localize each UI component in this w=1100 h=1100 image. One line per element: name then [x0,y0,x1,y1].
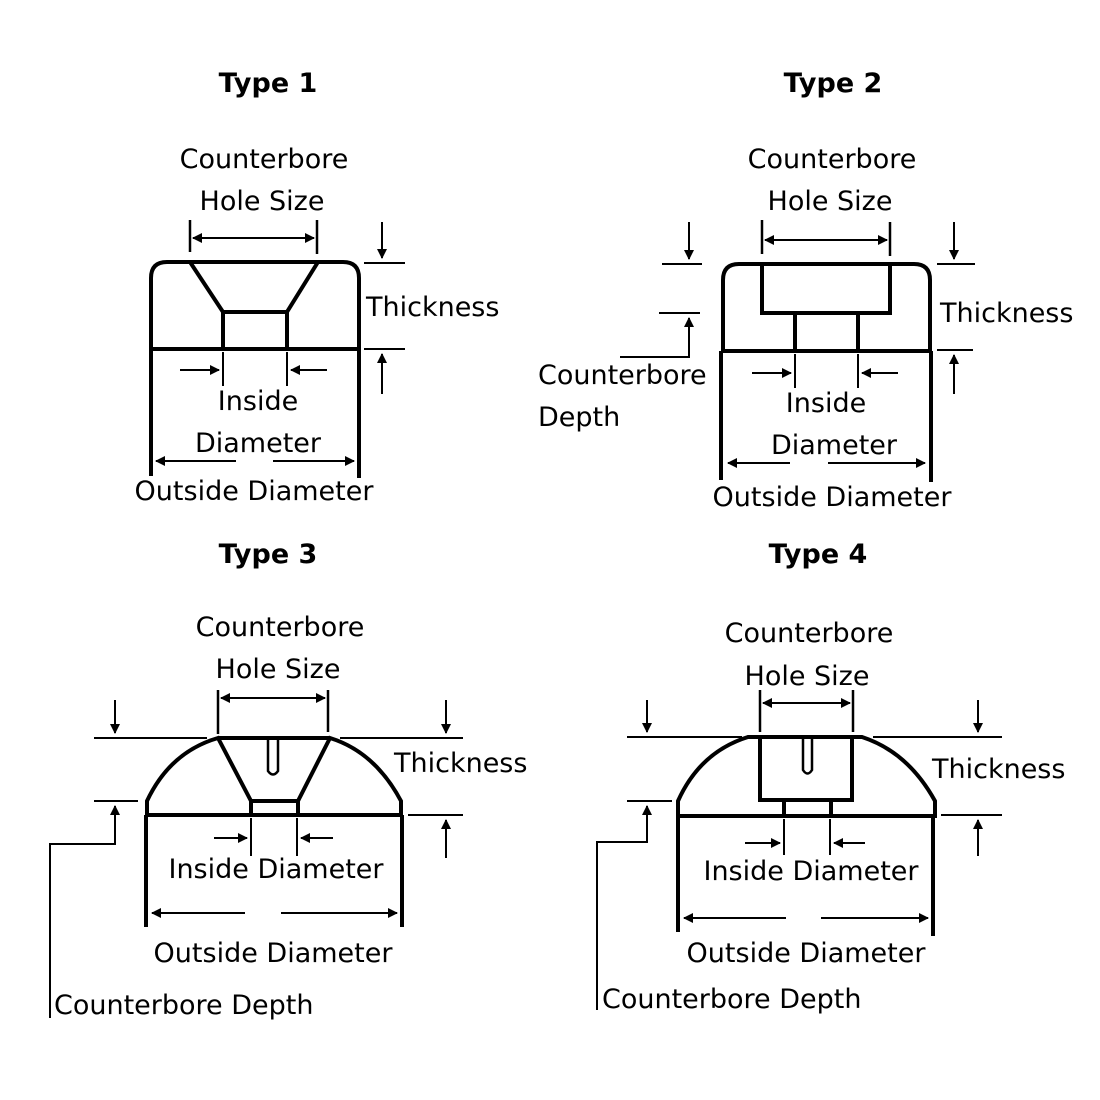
inside-diameter-label-2: Diameter [771,430,898,461]
panel-title: Type 2 [784,68,883,99]
body-section-right [829,735,937,818]
counterbore-hole-size-label-2: Hole Size [216,654,341,685]
panel-title: Type 1 [219,68,318,99]
thickness-label: Thickness [393,748,527,779]
panel-type1: Type 1 Counterbore Hole Size Thickness I… [135,68,500,507]
slot [801,737,814,775]
panel-title: Type 3 [219,539,318,570]
panel-type3: Type 3 Counterbore Hole Size Counterbore… [49,539,527,1021]
body-section-left [149,260,225,351]
counterbore-depth-label: Counterbore [538,360,707,391]
body-section-right [296,735,403,817]
inside-diameter-label: Inside Diameter [703,856,919,887]
counterbore-hole-size-label: Counterbore [196,612,365,643]
counterbore-depth-label-2: Depth [538,402,620,433]
counterbore-hole-size-label-2: Hole Size [745,661,870,692]
panel-type2: Type 2 Counterbore Hole Size Counterbore… [538,68,1073,513]
counterbore-hole-size-label-2: Hole Size [768,186,893,217]
body-section-left [721,262,797,353]
counterbore-hole-size-label: Counterbore [748,144,917,175]
counterbore-depth-leader [596,805,652,1010]
counterbore-depth-leader [620,317,694,358]
outside-diameter-label: Outside Diameter [135,476,375,507]
body-section-right [856,262,932,353]
body-section-left [676,735,786,818]
inside-diameter-label: Inside Diameter [168,854,384,885]
thickness-label: Thickness [931,754,1065,785]
counterbore-hole-size-label-2: Hole Size [200,186,325,217]
inside-diameter-label: Inside [786,388,866,419]
thickness-label: Thickness [939,298,1073,329]
counterbore-depth-label: Counterbore Depth [54,990,314,1021]
counterbore-depth-label: Counterbore Depth [602,984,862,1015]
inside-diameter-label: Inside [218,386,298,417]
thickness-label: Thickness [365,292,499,323]
outside-diameter-label: Outside Diameter [687,938,927,969]
counterbore-hole-size-label: Counterbore [180,144,349,175]
body-section-right [285,260,361,351]
counterbore-depth-leader [49,805,120,1018]
panel-type4: Type 4 Counterbore Hole Size Counterbore… [596,539,1065,1015]
counterbore-hole-size-label: Counterbore [725,618,894,649]
slot [266,738,280,776]
inside-diameter-label-2: Diameter [195,428,322,459]
outside-diameter-label: Outside Diameter [154,938,394,969]
outside-diameter-label: Outside Diameter [713,482,953,513]
body-section-left [145,735,253,817]
panel-title: Type 4 [769,539,868,570]
